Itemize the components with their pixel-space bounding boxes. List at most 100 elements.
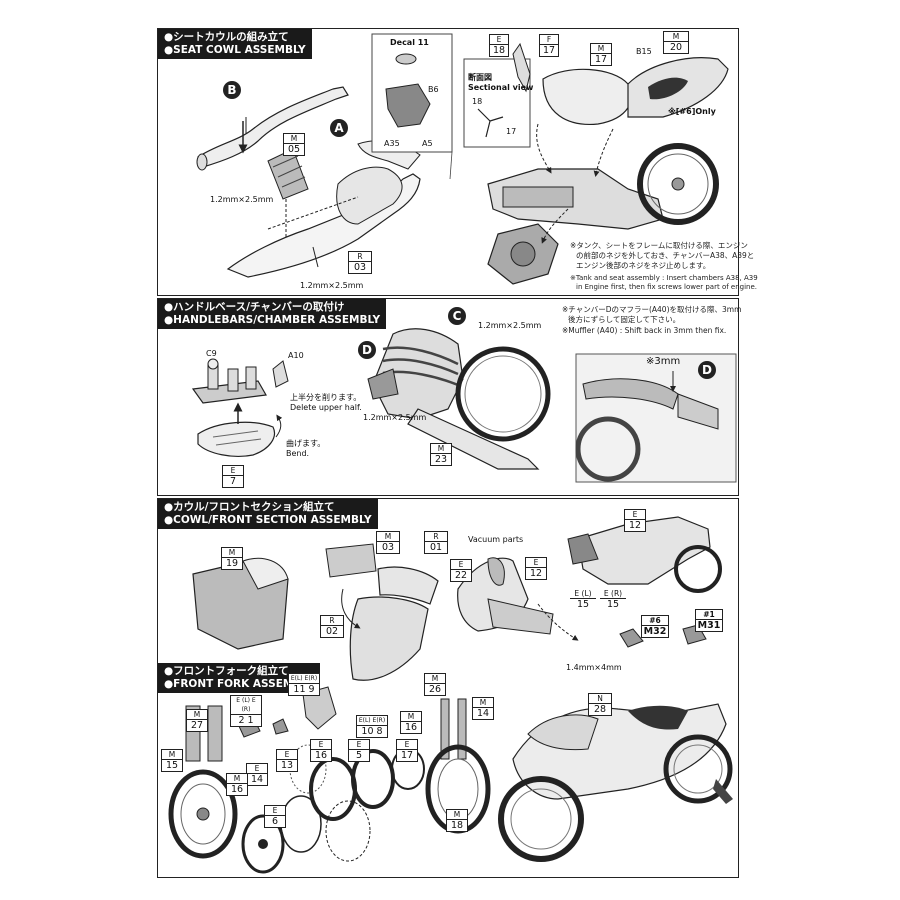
tag-runner: M xyxy=(401,712,421,722)
part-tag-e22: E 22 xyxy=(450,559,472,582)
header-en: ●COWL/FRONT SECTION ASSEMBLY xyxy=(164,514,372,526)
header-jp: ●ハンドルベース/チャンバーの取付け xyxy=(164,301,345,313)
part-tag-m23: M 23 xyxy=(430,443,452,466)
tag-runner: E xyxy=(526,558,546,568)
part-tag-e16: E 16 xyxy=(310,739,332,762)
tag-runner: M xyxy=(227,774,247,784)
tag-runner: #6 xyxy=(642,616,668,626)
tag-number: 6 xyxy=(271,816,279,827)
tag-number: 22 xyxy=(454,570,468,581)
header-jp: ●カウル/フロントセクション組立て xyxy=(164,501,335,513)
part-tag-e6: E 6 xyxy=(264,805,286,828)
tag-number: 7 xyxy=(229,476,237,487)
part-tag-r02: R 02 xyxy=(320,615,344,638)
tag-number: 27 xyxy=(190,720,204,731)
tag-runner: E xyxy=(277,750,297,760)
tag-number: 14 xyxy=(250,774,264,785)
handlebar-drawing xyxy=(191,328,737,483)
part-tag-m03: M 03 xyxy=(376,531,400,554)
tag-number: 05 xyxy=(287,144,301,155)
header-en: ●FRONT FORK ASSEMBLY xyxy=(164,678,314,690)
note-jp-1: ※タンク、シートをフレームに取付ける際、エンジン xyxy=(570,241,748,250)
tag-runner: E xyxy=(311,740,331,750)
tag-number: M32 xyxy=(643,626,667,637)
part-tag-m26: M 26 xyxy=(424,673,446,696)
label-B: B xyxy=(223,81,241,99)
bend-note-en: Bend. xyxy=(286,449,310,458)
tag-number: 14 xyxy=(476,708,490,719)
tag-number: 18 xyxy=(450,820,464,831)
tag-number: 16 xyxy=(230,784,244,795)
part-tag-m27: M 27 xyxy=(186,709,208,732)
part-tag-el15: E (L) 15 xyxy=(570,589,596,610)
tag-runner: M xyxy=(425,674,445,684)
tag-number: M31 xyxy=(697,620,721,631)
tag-number: 20 xyxy=(669,42,683,53)
decal-label: Decal 11 xyxy=(390,38,429,47)
muffler-note-jp-1: ※チャンバーDのマフラー(A40)を取付ける際、3mm xyxy=(562,305,742,314)
part-tag-m32: #6 M32 xyxy=(641,615,669,638)
tag-runner: M xyxy=(222,548,242,558)
part-tag-n28: N 28 xyxy=(588,693,612,716)
part-tag-e108: E(L) E(R) 10 8 xyxy=(356,715,388,738)
shift-3mm: ※3mm xyxy=(646,356,681,367)
part-tag-e17: E 17 xyxy=(396,739,418,762)
part-tag-e119: E(L) E(R) 11 9 xyxy=(288,673,320,696)
sectional-18: 18 xyxy=(472,97,483,106)
tag-runner: E (L) E (R) xyxy=(231,696,261,715)
screw-dimension-1: 1.2mm×2.5mm xyxy=(210,195,274,204)
screw-dimension-1: 1.2mm×2.5mm xyxy=(478,321,542,330)
part-tag-m31: #1 M31 xyxy=(695,609,723,632)
part-tag-m15: M 15 xyxy=(161,749,183,772)
tag-runner: E xyxy=(490,35,508,45)
part-tag-e13: E 13 xyxy=(276,749,298,772)
note-en-2: in Engine first, then fix screws lower p… xyxy=(576,283,758,291)
tag-number: 02 xyxy=(325,626,339,637)
tag-runner: R xyxy=(349,252,371,262)
tag-runner: E xyxy=(247,764,267,774)
part-c9: C9 xyxy=(206,349,217,358)
tag-runner: E xyxy=(451,560,471,570)
tag-number: 23 xyxy=(434,454,448,465)
sectional-en: Sectional view xyxy=(468,83,534,92)
tag-number: 13 xyxy=(280,760,294,771)
part-tag-m18: M 18 xyxy=(446,809,468,832)
tag-number: 16 xyxy=(404,722,418,733)
screw-dimension-2: 1.2mm×2.5mm xyxy=(363,413,427,422)
tag-number: 17 xyxy=(594,54,608,65)
label-D: D xyxy=(358,341,376,359)
tag-number: 12 xyxy=(628,520,642,531)
tag-number: 19 xyxy=(225,558,239,569)
part-tag-m19: M 19 xyxy=(221,547,243,570)
tag-number: 03 xyxy=(353,262,367,273)
tag-number: 15 xyxy=(576,599,590,610)
tag-number: 2 1 xyxy=(238,715,254,726)
part-a10: A10 xyxy=(288,351,304,360)
vacuum-parts-label: Vacuum parts xyxy=(468,535,524,544)
tag-runner: E xyxy=(397,740,417,750)
header-en: ●SEAT COWL ASSEMBLY xyxy=(164,44,306,56)
tag-runner: M xyxy=(473,698,493,708)
part-tag-er15: E (R) 15 xyxy=(600,589,626,610)
part-tag-m16-b: M 16 xyxy=(400,711,422,734)
part-tag-m14: M 14 xyxy=(472,697,494,720)
part-tag-f17: F 17 xyxy=(539,34,559,57)
tag-runner: E xyxy=(223,466,243,476)
tag-number: 15 xyxy=(165,760,179,771)
tag-runner: N xyxy=(589,694,611,704)
note-en-1: ※Tank and seat assembly : Insert chamber… xyxy=(570,274,758,282)
label-D-inset: D xyxy=(698,361,716,379)
tag-runner: F xyxy=(540,35,558,45)
tag-runner: E (L) xyxy=(570,589,596,599)
note-jp-2: の前部のネジを外しておき、チャンバーA38、A39と xyxy=(576,251,755,260)
tag-runner: M xyxy=(162,750,182,760)
only-6-note: ※[#6]Only xyxy=(668,107,716,116)
tag-runner: E (R) xyxy=(600,589,626,599)
tag-number: 5 xyxy=(355,750,363,761)
part-b6: B6 xyxy=(428,85,439,94)
tag-runner: E xyxy=(625,510,645,520)
header-en: ●HANDLEBARS/CHAMBER ASSEMBLY xyxy=(164,314,381,326)
tag-runner: M xyxy=(664,32,688,42)
screw-dimension: 1.4mm×4mm xyxy=(566,663,622,672)
muffler-note-en: ※Muffler (A40) : Shift back in 3mm then … xyxy=(562,326,727,335)
